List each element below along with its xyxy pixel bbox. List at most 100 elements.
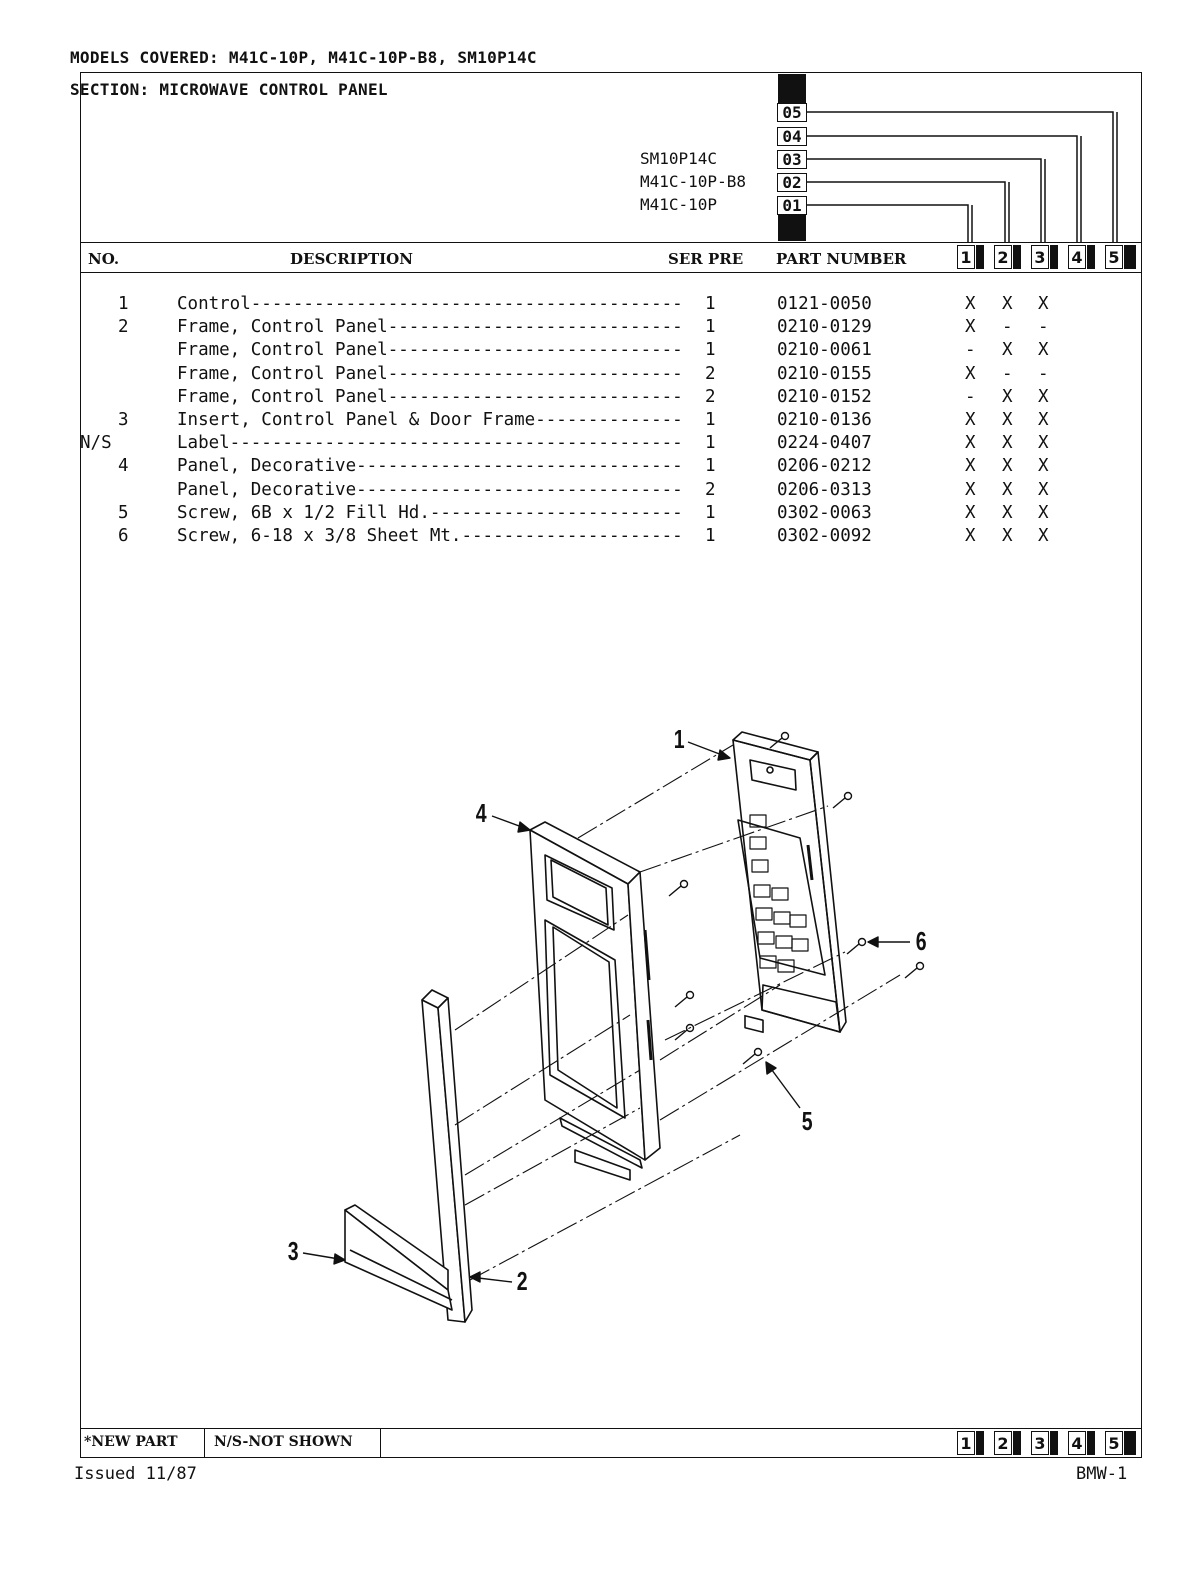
part-number: 0224-0407 [777,433,872,454]
model-col-4: 4 [1068,245,1086,269]
screws [668,731,925,1065]
part-description: Panel, Decorative-----------------------… [177,456,683,477]
part-ser-pre: 2 [705,386,716,407]
part-no: 2 [118,317,129,338]
table-row: 6 Screw, 6-18 x 3/8 Sheet Mt.------------… [0,526,1200,549]
model-1-fit: X [965,363,976,384]
part-description: Screw, 6-18 x 3/8 Sheet Mt.-------------… [177,526,683,546]
part-description: Screw, 6B x 1/2 Fill Hd.----------------… [177,502,683,523]
model-1-fit: X [965,502,976,523]
part-number: 0302-0063 [777,502,872,523]
model-2-fit: X [1002,340,1013,361]
part-no: N/S [80,433,112,454]
part-no: 5 [118,502,129,523]
model-2-fit: X [1002,410,1013,430]
table-row: Frame, Control Panel--------------------… [0,340,1200,363]
callout-1: 1 [673,724,685,754]
table-row: Panel, Decorative-----------------------… [0,480,1200,503]
model-1-fit: X [965,410,976,430]
part-ser-pre: 1 [705,317,716,338]
callout-6: 6 [915,926,927,956]
model-col-1: 1 [957,245,975,269]
part-description: Frame, Control Panel--------------------… [177,363,683,384]
model-col-2: 2 [994,245,1012,269]
model-2-fit: - [1002,363,1013,384]
model-code-01: 01 [777,196,807,215]
part-ser-pre: 1 [705,502,716,523]
part-number: 0206-0212 [777,456,872,477]
part-ser-pre: 2 [705,363,716,384]
footer-model-col-5: 5 [1105,1431,1123,1455]
model-3-fit: X [1038,526,1049,546]
part-ser-pre: 2 [705,479,716,500]
part-no: 6 [118,526,129,546]
part-ser-pre: 1 [705,456,716,477]
footer-model-col-4: 4 [1068,1431,1086,1455]
control-panel-frame [344,989,473,1323]
leader-arrows [302,741,910,1283]
model-3-fit: X [1038,340,1049,361]
part-no: 1 [118,294,129,314]
model-3-fit: X [1038,294,1049,314]
model-col-5: 5 [1105,245,1123,269]
part-no: 3 [118,410,129,430]
part-description: Frame, Control Panel--------------------… [177,386,683,407]
table-row: 1 Control--------------------------------… [0,294,1200,317]
model-code-05: 05 [777,103,807,122]
part-ser-pre: 1 [705,526,716,546]
model-name-03: SM10P14C [640,149,718,168]
model-3-fit: X [1038,502,1049,523]
model-code-03: 03 [777,150,807,169]
model-1-fit: X [965,294,976,314]
model-3-fit: X [1038,433,1049,454]
model-2-fit: X [1002,526,1013,546]
models-covered: MODELS COVERED: M41C-10P, M41C-10P-B8, S… [70,48,537,67]
part-number: 0206-0313 [777,479,872,500]
callout-2: 2 [516,1266,528,1296]
model-3-fit: X [1038,479,1049,500]
part-description: Frame, Control Panel--------------------… [177,317,683,338]
page-code: BMW-1 [1076,1464,1128,1484]
model-2-fit: X [1002,479,1013,500]
model-1-fit: X [965,526,976,546]
model-2-fit: X [1002,386,1013,407]
part-number: 0210-0129 [777,317,872,338]
model-1-fit: X [965,317,976,338]
part-description: Frame, Control Panel--------------------… [177,340,683,361]
part-number: 0210-0061 [777,340,872,361]
model-3-fit: X [1038,456,1049,477]
model-code-02: 02 [777,173,807,192]
part-number: 0210-0155 [777,363,872,384]
table-row: Frame, Control Panel--------------------… [0,364,1200,387]
model-name-02: M41C-10P-B8 [640,172,746,191]
model-name-01: M41C-10P [640,195,718,214]
part-description: Panel, Decorative-----------------------… [177,479,683,500]
col-part-number: PART NUMBER [776,250,907,268]
model-1-fit: X [965,433,976,454]
part-number: 0121-0050 [777,294,872,314]
model-3-fit: - [1038,317,1049,338]
model-2-fit: X [1002,456,1013,477]
footer-new-part: *NEW PART [84,1434,178,1450]
part-no: 4 [118,456,129,477]
col-ser-pre: SER PRE [668,250,744,268]
model-1-fit: X [965,456,976,477]
model-2-fit: X [1002,502,1013,523]
part-description: Control---------------------------------… [177,294,683,314]
part-number: 0302-0092 [777,526,872,546]
col-description: DESCRIPTION [290,250,413,268]
alignment-lines [454,744,901,1281]
control-board [732,731,847,1034]
part-ser-pre: 1 [705,410,716,430]
page-frame [80,72,1142,1458]
model-2-fit: - [1002,317,1013,338]
model-3-fit: X [1038,386,1049,407]
model-2-fit: X [1002,294,1013,314]
table-row: 4 Panel, Decorative----------------------… [0,456,1200,479]
footer-not-shown: N/S-NOT SHOWN [214,1434,353,1450]
model-3-fit: X [1038,410,1049,430]
model-2-fit: X [1002,433,1013,454]
part-number: 0210-0152 [777,386,872,407]
callout-5: 5 [801,1106,813,1136]
